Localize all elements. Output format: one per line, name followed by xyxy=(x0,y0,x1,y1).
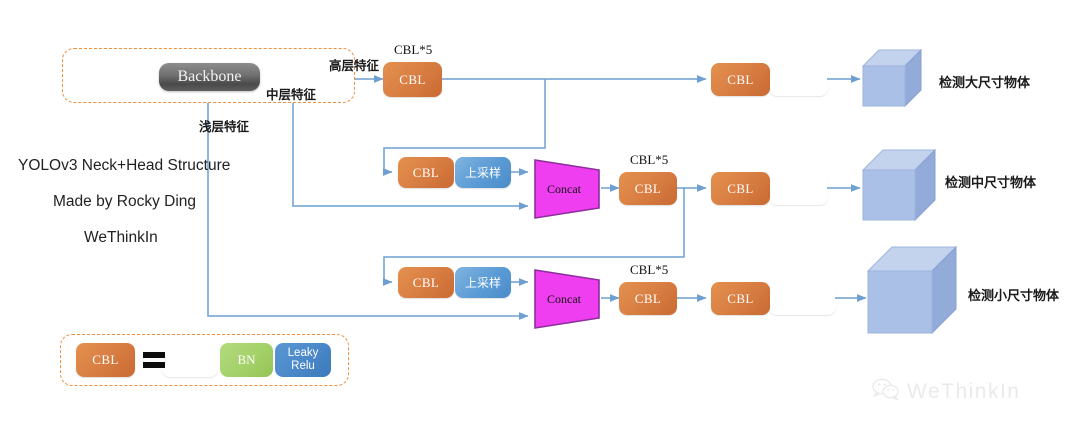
legend-bn-block: BN xyxy=(220,343,273,377)
neck-cbl5-top[interactable]: CBL xyxy=(383,62,442,97)
neck-cbl-bot[interactable]: CBL xyxy=(398,267,454,298)
concat-mid-label: Concat xyxy=(547,181,581,196)
head-conv-bot[interactable]: Conv xyxy=(769,282,836,315)
legend-leaky-line1: Leaky xyxy=(287,347,319,360)
head-conv-mid[interactable]: Conv xyxy=(769,172,828,205)
watermark-text: WeThinkIn xyxy=(907,380,1021,403)
concat-bot[interactable]: Concat xyxy=(533,268,601,330)
legend-container xyxy=(60,334,349,386)
author-line: Made by Rocky Ding xyxy=(53,193,197,210)
output-cube-small-objects xyxy=(866,245,958,335)
backbone-container xyxy=(62,48,355,103)
legend-equals-icon xyxy=(143,350,165,370)
cbl5-label-mid: CBL*5 xyxy=(630,152,669,167)
wethinkin-watermark: WeThinkIn xyxy=(872,378,1021,406)
legend-conv-block: Conv xyxy=(162,343,218,377)
backbone-block[interactable]: Backbone xyxy=(159,63,260,91)
brand-line: WeThinkIn xyxy=(84,229,158,246)
output-cube-medium-objects xyxy=(861,148,937,222)
cbl5-label-top: CBL*5 xyxy=(394,42,433,57)
high-level-feature-label: 高层特征 xyxy=(329,58,380,73)
head-cbl-mid[interactable]: CBL xyxy=(711,172,770,205)
head-cbl-top[interactable]: CBL xyxy=(711,63,770,96)
head-conv-top[interactable]: Conv xyxy=(769,63,828,96)
legend-leaky-line2: Relu xyxy=(291,360,315,372)
neck-upsample-bot[interactable]: 上采样 xyxy=(455,267,511,298)
output-label-large-objects: 检测大尺寸物体 xyxy=(939,76,1031,91)
neck-cbl5-bot[interactable]: CBL xyxy=(619,282,677,315)
output-label-small-objects: 检测小尺寸物体 xyxy=(968,289,1060,304)
concat-mid[interactable]: Concat xyxy=(533,158,601,220)
cbl5-label-bot: CBL*5 xyxy=(630,262,669,277)
neck-cbl-mid[interactable]: CBL xyxy=(398,157,454,188)
diagram-title: YOLOv3 Neck+Head Structure xyxy=(18,157,231,174)
neck-upsample-mid[interactable]: 上采样 xyxy=(455,157,511,188)
shallow-feature-label: 浅层特征 xyxy=(199,119,250,134)
output-label-medium-objects: 检测中尺寸物体 xyxy=(945,176,1037,191)
concat-bot-label: Concat xyxy=(547,291,581,306)
mid-level-feature-label: 中层特征 xyxy=(266,87,317,102)
wechat-icon xyxy=(872,378,900,406)
head-cbl-bot[interactable]: CBL xyxy=(711,282,770,315)
neck-cbl5-mid[interactable]: CBL xyxy=(619,172,677,205)
legend-leaky-relu-block: Leaky Relu xyxy=(275,343,331,377)
output-cube-large-objects xyxy=(861,48,923,108)
legend-cbl-block: CBL xyxy=(76,343,135,377)
